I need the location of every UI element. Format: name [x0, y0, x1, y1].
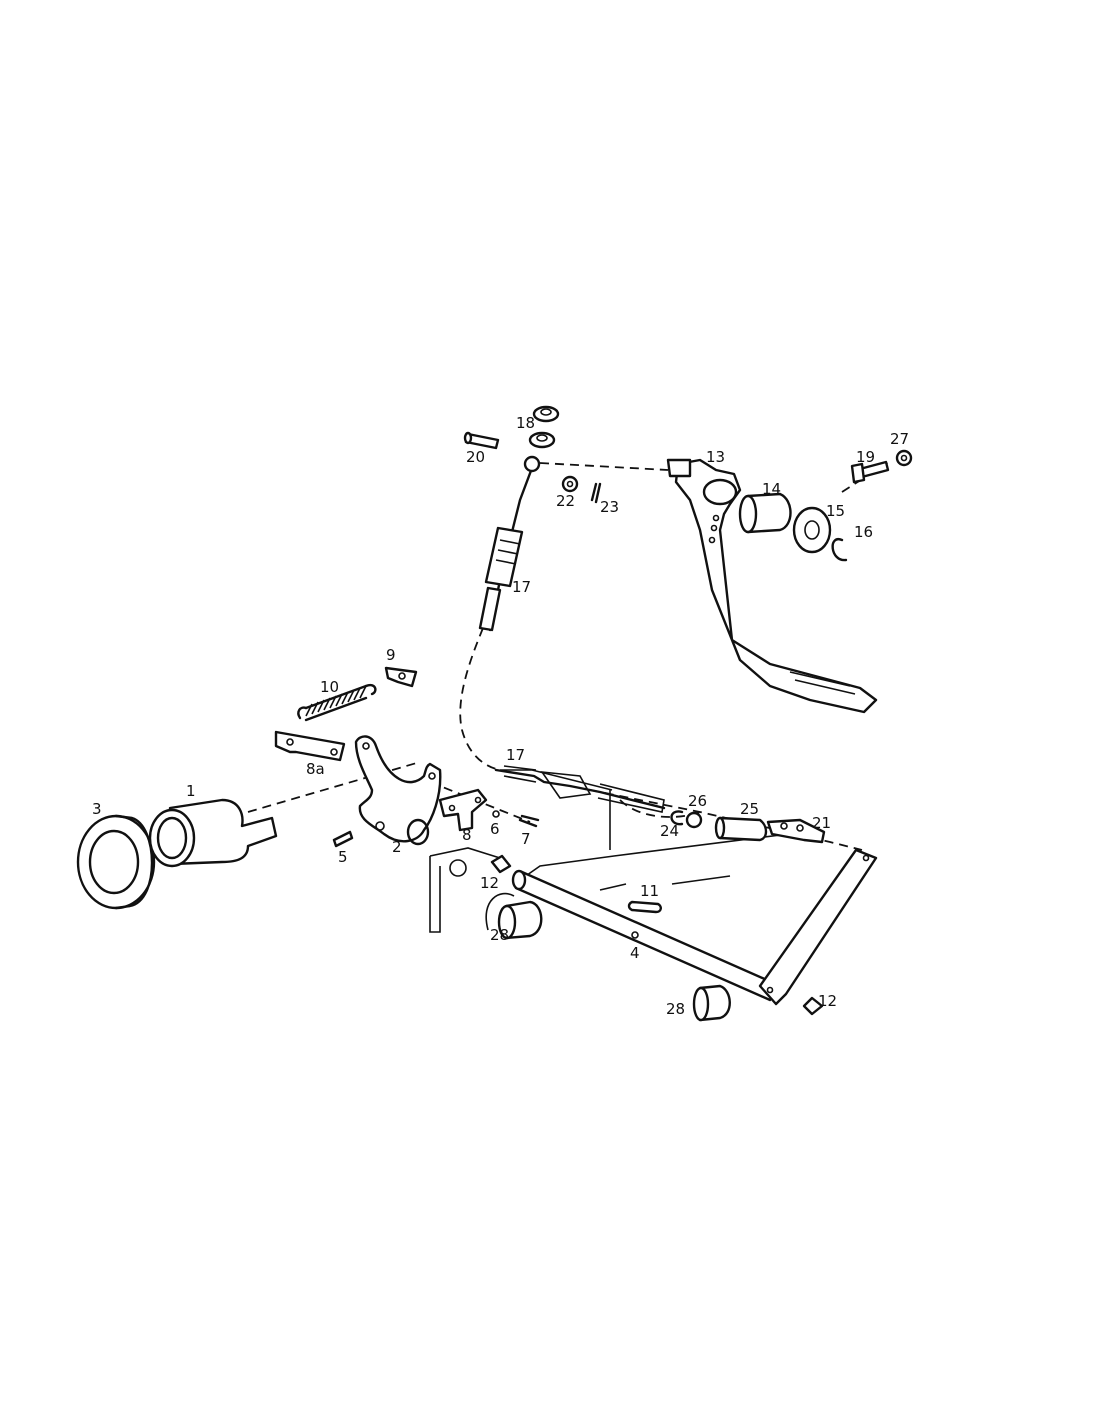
split-pin-23: [590, 482, 602, 504]
label-part-24: 24: [660, 822, 679, 840]
label-part-17-upper: 17: [512, 578, 531, 596]
label-part-21: 21: [812, 814, 831, 832]
nut-26: [685, 811, 703, 829]
pin-20: [463, 431, 500, 450]
clip-9: [384, 666, 418, 688]
label-part-8: 8: [462, 826, 472, 844]
bush-upper: [497, 900, 543, 940]
pedal-bush: [738, 492, 792, 534]
bush-lower: [692, 984, 731, 1022]
label-part-18: 18: [516, 414, 535, 432]
seal-ring: [76, 814, 156, 910]
label-part-26: 26: [688, 792, 707, 810]
clutch-pedal: [666, 458, 878, 714]
label-part-14: 14: [762, 480, 781, 498]
bracket-8: [438, 788, 488, 832]
nut-27: [895, 449, 913, 467]
label-part-10: 10: [320, 678, 339, 696]
housing-outline: [429, 769, 821, 933]
bracket-8a: [274, 730, 346, 762]
label-part-20: 20: [466, 448, 485, 466]
cable-upper: [478, 455, 541, 632]
grease-nipple-upper: [490, 854, 512, 874]
label-part-25: 25: [740, 800, 759, 818]
label-part-8a: 8a: [306, 760, 325, 778]
pedal-washer: [792, 506, 832, 554]
label-part-28-upper: 28: [490, 926, 509, 944]
label-part-1: 1: [186, 782, 196, 800]
circlip-16: [831, 538, 848, 562]
pin-5: [332, 830, 354, 848]
release-fork: [354, 735, 442, 846]
label-part-15: 15: [826, 502, 845, 520]
grease-nipple-lower: [802, 996, 824, 1016]
bolt-19: [850, 460, 890, 484]
washer-22: [561, 475, 579, 493]
label-part-22: 22: [556, 492, 575, 510]
return-spring: [297, 683, 377, 722]
label-part-5: 5: [338, 848, 348, 866]
label-part-13: 13: [706, 448, 725, 466]
label-part-9: 9: [386, 646, 396, 664]
circlip-24: [670, 810, 684, 826]
label-part-17-lower: 17: [506, 746, 525, 764]
label-part-19: 19: [856, 448, 875, 466]
bolt-6-7: [492, 810, 540, 828]
label-part-27: 27: [890, 430, 909, 448]
clevis-25: [714, 816, 768, 842]
cable-lower: [494, 765, 666, 813]
nut-18-upper: [532, 405, 560, 423]
release-bearing-sleeve: [148, 798, 278, 868]
callout-labels: 1 2 3 4 5 6 7 8 8a 9 10 11 12 12 13 14 1…: [92, 414, 909, 1018]
cross-shaft: [511, 848, 878, 1006]
label-part-12-upper: 12: [480, 874, 499, 892]
label-part-3: 3: [92, 800, 102, 818]
label-part-7: 7: [521, 830, 531, 848]
label-part-4: 4: [630, 944, 640, 962]
label-part-12-lower: 12: [818, 992, 837, 1010]
nut-18-lower: [528, 431, 556, 449]
label-part-6: 6: [490, 820, 500, 838]
label-part-2: 2: [392, 838, 402, 856]
label-part-23: 23: [600, 498, 619, 516]
clevis-21: [766, 818, 826, 844]
label-part-16: 16: [854, 523, 873, 541]
label-part-11: 11: [640, 882, 659, 900]
label-part-28-lower: 28: [666, 1000, 685, 1018]
